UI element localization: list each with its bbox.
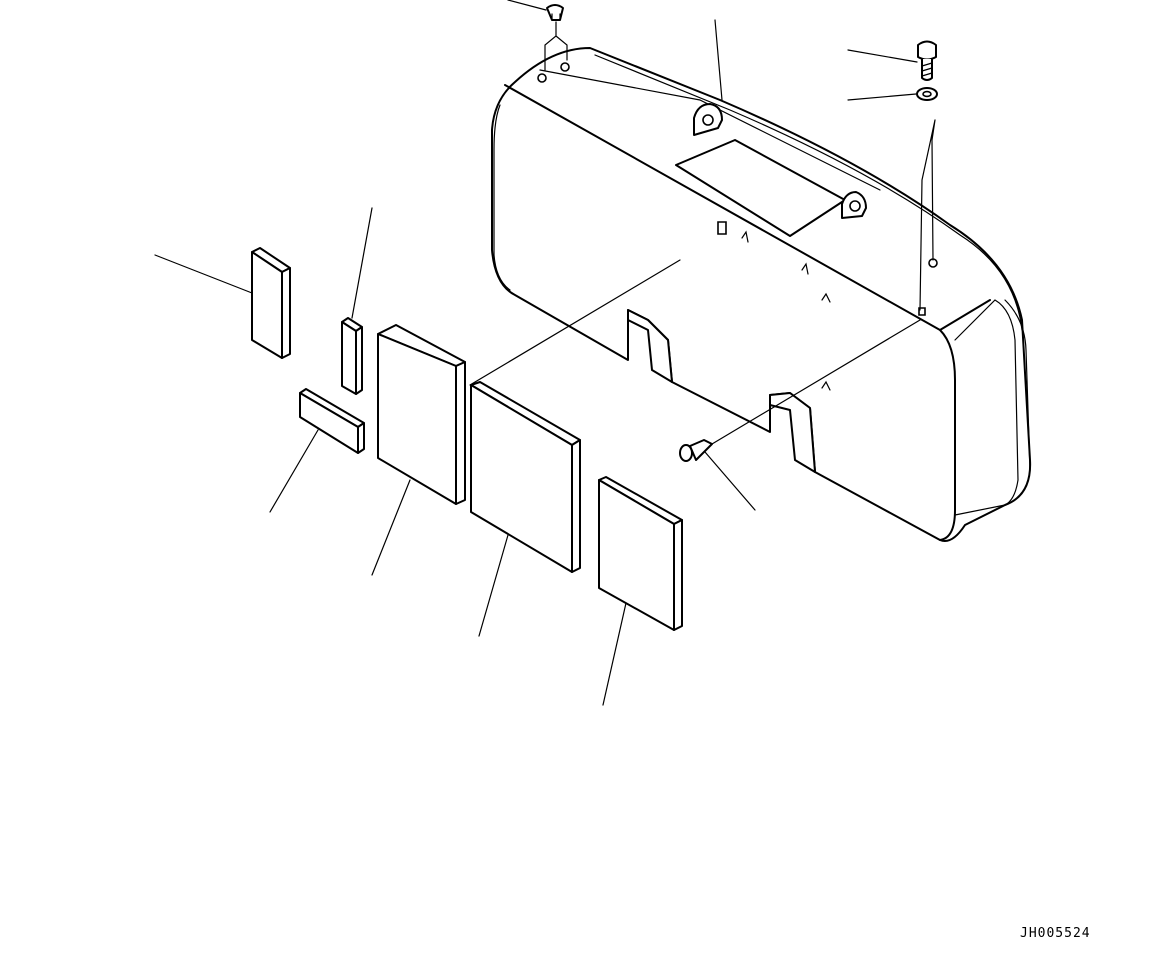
drawing-code-label: JH005524 — [1020, 926, 1091, 941]
housing-top-plate — [676, 140, 845, 236]
face-clip-3 — [822, 294, 830, 302]
cushion-pad-thin-strip — [342, 318, 362, 394]
housing-notch-left — [628, 310, 672, 382]
cushion-pad-large-left — [378, 325, 465, 504]
housing-outline — [492, 48, 1030, 541]
top-hole-1 — [538, 74, 546, 82]
cap-part — [545, 5, 567, 70]
lifting-eye-left-hole — [703, 115, 713, 125]
housing-rim-inner — [540, 70, 880, 190]
face-slot — [718, 222, 726, 234]
lifting-eye-right-hole — [850, 201, 860, 211]
housing-rim — [595, 55, 1022, 330]
cushion-pad-small-block — [300, 389, 364, 453]
top-hole-4 — [919, 308, 925, 315]
housing-right-end — [940, 330, 955, 540]
cushion-pad-medium-right — [599, 477, 682, 630]
washer-part — [917, 88, 937, 310]
face-clip-1 — [742, 232, 748, 242]
cushion-pad-large-center — [471, 382, 580, 572]
top-hole-2 — [561, 63, 569, 71]
cushion-pad-tall-narrow — [252, 248, 290, 358]
leader-lines — [155, 0, 917, 705]
housing-right-panel — [955, 300, 1018, 515]
face-clip-2 — [802, 264, 808, 274]
bolt-part — [918, 42, 936, 81]
assembly-guide-line — [470, 260, 680, 385]
face-clip-4 — [822, 382, 830, 390]
counterweight-housing — [492, 48, 1030, 541]
housing-right-bevel — [1005, 300, 1030, 470]
housing-left-bevel — [494, 105, 510, 290]
screw-part — [680, 320, 920, 461]
